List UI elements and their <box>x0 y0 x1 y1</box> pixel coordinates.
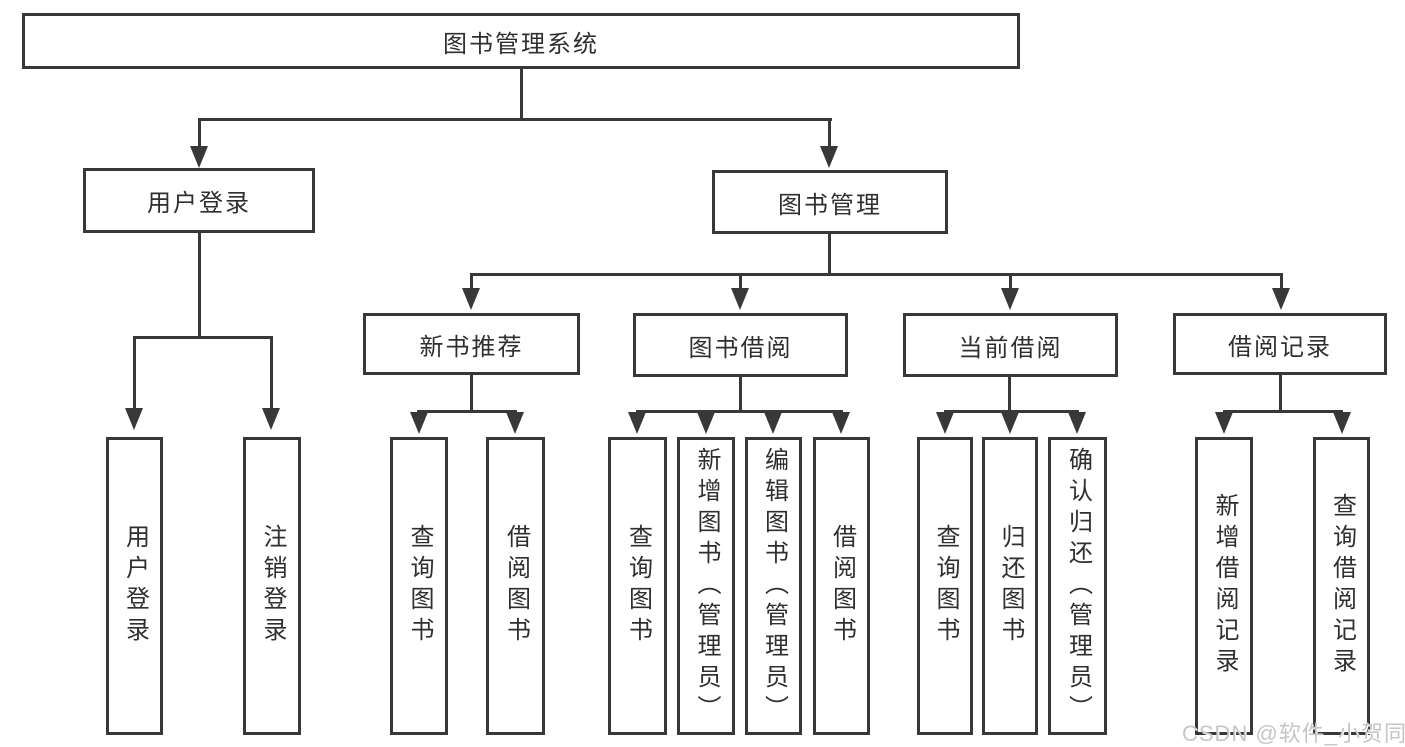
connector-borrow-records-hline <box>1223 410 1343 413</box>
connector-shaft <box>1009 276 1012 290</box>
node-book-management: 图书管理 <box>712 170 948 234</box>
arrow-down-icon <box>125 408 143 430</box>
arrow-down-icon <box>262 408 280 430</box>
arrow-down-icon <box>410 412 428 434</box>
leaf-borrow-books: 借阅图书 <box>813 437 870 735</box>
leaf-return-book: 归还图书 <box>982 437 1038 735</box>
connector-user-login-hline <box>133 336 273 339</box>
arrow-down-icon <box>820 146 838 168</box>
arrow-down-icon <box>1068 412 1086 434</box>
arrow-down-icon <box>462 288 480 310</box>
leaf-confirm-return-admin: 确认归还（管理员） <box>1048 437 1107 735</box>
leaf-label: 用户登录 <box>121 524 149 648</box>
leaf-label: 查询图书 <box>406 524 433 648</box>
leaf-user-login: 用户登录 <box>106 437 163 735</box>
leaf-label: 查询图书 <box>624 524 652 648</box>
connector-shaft <box>739 276 742 290</box>
arrow-down-icon <box>731 288 749 310</box>
connector-current-borrow-stub <box>1008 377 1011 410</box>
arrow-down-icon <box>1333 412 1351 434</box>
node-label: 借阅记录 <box>1228 333 1332 361</box>
arrow-down-icon <box>832 412 850 434</box>
leaf-label: 归还图书 <box>997 524 1024 648</box>
node-borrow-records: 借阅记录 <box>1173 313 1387 375</box>
node-user-login: 用户登录 <box>83 168 315 233</box>
csdn-watermark: CSDN @软件_小贺同学 <box>1182 721 1405 746</box>
leaf-logout: 注销登录 <box>243 437 301 735</box>
leaf-edit-book-admin: 编辑图书（管理员） <box>745 437 802 735</box>
arrow-down-icon <box>936 412 954 434</box>
leaf-borrow-books-recommend: 借阅图书 <box>486 437 545 735</box>
arrow-down-icon <box>628 412 646 434</box>
node-book-borrow: 图书借阅 <box>633 313 848 377</box>
leaf-label: 编辑图书（管理员） <box>760 446 788 726</box>
connector-new-book-hline <box>417 410 517 413</box>
node-label: 图书管理 <box>778 191 882 219</box>
leaf-label: 查询图书 <box>932 524 959 648</box>
node-label: 用户登录 <box>147 190 251 217</box>
leaf-label: 借阅图书 <box>828 524 856 648</box>
connector-borrow-records-stub <box>1279 375 1282 410</box>
arrow-down-icon <box>1001 412 1019 434</box>
leaf-query-books-recommend: 查询图书 <box>390 437 448 735</box>
leaf-label: 注销登录 <box>259 524 286 648</box>
arrow-down-icon <box>764 412 782 434</box>
arrow-down-icon <box>1272 288 1290 310</box>
node-label: 当前借阅 <box>958 334 1063 362</box>
connector-root-stub <box>520 69 523 118</box>
node-library-management-system: 图书管理系统 <box>22 13 1020 69</box>
leaf-label: 借阅图书 <box>502 524 530 648</box>
connector-user-login-left-shaft <box>133 339 136 410</box>
connector-current-borrow-hline <box>944 410 1079 413</box>
leaf-add-borrow-record: 新增借阅记录 <box>1195 437 1253 735</box>
arrow-down-icon <box>1001 288 1019 310</box>
leaf-label: 确认归还（管理员） <box>1064 446 1092 726</box>
connector-new-book-stub <box>470 375 473 410</box>
node-current-borrow: 当前借阅 <box>903 313 1118 377</box>
connector-root-hline <box>198 118 832 121</box>
connector-book-mgmt-hline <box>470 273 1283 276</box>
leaf-query-borrow-record: 查询借阅记录 <box>1313 437 1370 735</box>
leaf-query-books-borrow: 查询图书 <box>608 437 667 735</box>
connector-root-left-shaft <box>198 121 201 148</box>
connector-book-borrow-stub <box>739 377 742 410</box>
leaf-query-books-current: 查询图书 <box>917 437 973 735</box>
connector-user-login-stub <box>198 233 201 336</box>
arrow-down-icon <box>697 412 715 434</box>
node-label: 图书借阅 <box>688 334 793 362</box>
arrow-down-icon <box>190 146 208 168</box>
connector-shaft <box>470 276 473 290</box>
connector-book-borrow-hline <box>636 410 843 413</box>
connector-book-mgmt-stub <box>828 234 831 273</box>
arrow-down-icon <box>1215 412 1233 434</box>
node-new-book-recommend: 新书推荐 <box>363 313 580 375</box>
connector-root-right-shaft <box>828 121 831 148</box>
node-label: 图书管理系统 <box>443 30 599 58</box>
node-label: 新书推荐 <box>419 333 524 361</box>
leaf-label: 新增借阅记录 <box>1211 493 1238 679</box>
connector-user-login-right-shaft <box>270 339 273 410</box>
leaf-label: 查询借阅记录 <box>1328 493 1356 679</box>
connector-shaft <box>1280 276 1283 290</box>
leaf-add-book-admin: 新增图书（管理员） <box>677 437 735 735</box>
arrow-down-icon <box>506 412 524 434</box>
leaf-label: 新增图书（管理员） <box>693 446 720 726</box>
